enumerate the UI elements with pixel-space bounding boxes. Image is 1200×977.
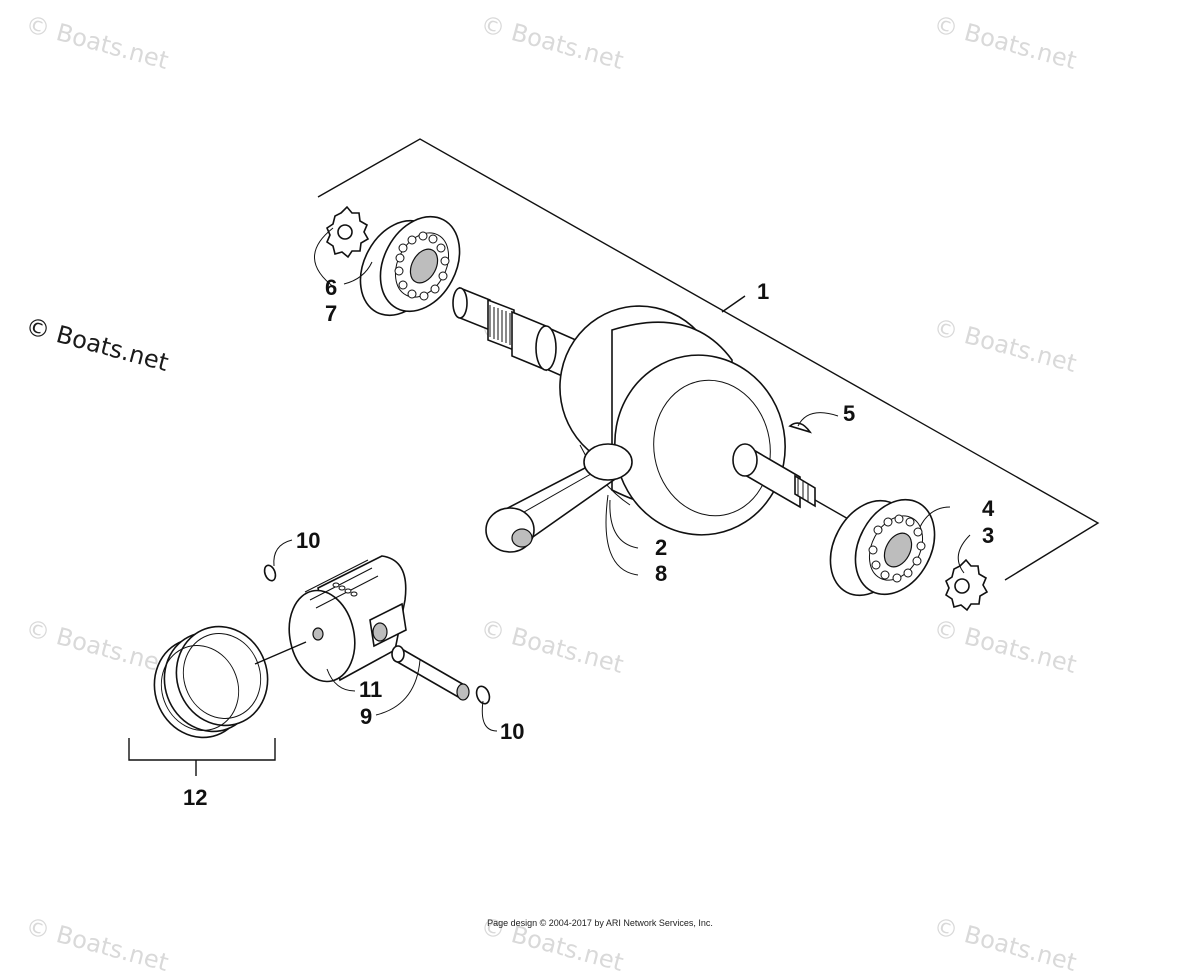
- callout-11: 11: [359, 677, 382, 702]
- connecting-rod: [485, 443, 633, 553]
- woodruff-key: [788, 422, 813, 434]
- callout-10-bottom: 10: [500, 719, 524, 744]
- right-circlip: [945, 558, 989, 612]
- callout-10-top: 10: [296, 528, 320, 553]
- piston-rings: [153, 625, 307, 739]
- callout-3: 3: [982, 523, 994, 548]
- piston-pin: [391, 645, 470, 701]
- right-bearing: [829, 498, 936, 597]
- crankshaft-right-shaft: [732, 443, 851, 521]
- page-footer: Page design © 2004-2017 by ARI Network S…: [487, 918, 713, 928]
- callout-5: 5: [843, 401, 855, 426]
- assembly-bracket: [317, 138, 1100, 581]
- crank-webs: [559, 305, 786, 536]
- left-circlip: [326, 205, 370, 259]
- ring-set-bracket: [128, 738, 276, 776]
- piston-circlips: [263, 564, 491, 705]
- piston: [288, 555, 407, 683]
- callout-12: 12: [183, 785, 207, 810]
- callout-6: 6: [325, 275, 337, 300]
- callout-1: 1: [757, 279, 769, 304]
- callout-9: 9: [360, 704, 372, 729]
- leader-lines: [273, 227, 971, 732]
- callout-8: 8: [655, 561, 667, 586]
- callout-4: 4: [982, 496, 995, 521]
- left-bearing: [359, 215, 461, 317]
- callout-2: 2: [655, 535, 667, 560]
- callout-7: 7: [325, 301, 337, 326]
- parts-diagram: 1 2 3 4 5 6 7 8 9 10 10 11 12: [128, 138, 1100, 810]
